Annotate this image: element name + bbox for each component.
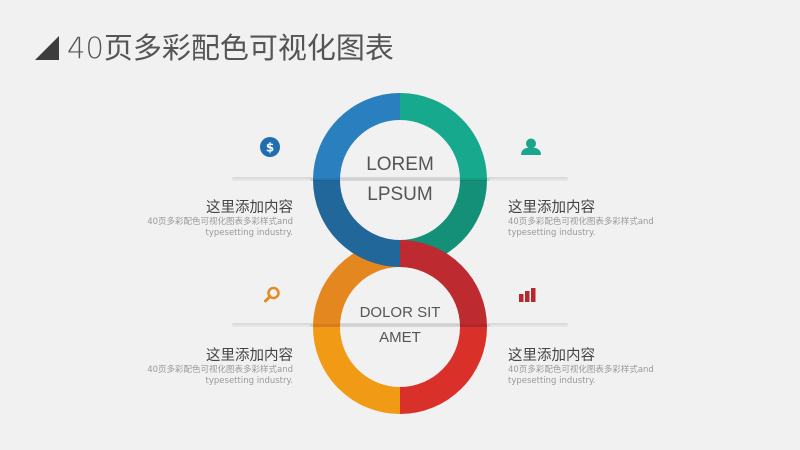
- svg-text:$: $: [266, 141, 274, 155]
- item-bottom-right: 这里添加内容 40页多彩配色可视化图表多彩样式and typesetting i…: [508, 347, 708, 387]
- item-top-right: 这里添加内容 40页多彩配色可视化图表多彩样式and typesetting i…: [508, 199, 708, 239]
- bar-chart-icon: [519, 287, 537, 307]
- item-top-left: 这里添加内容 40页多彩配色可视化图表多彩样式and typesetting i…: [93, 199, 293, 239]
- bottom-ring-line1: DOLOR SIT: [359, 304, 441, 321]
- dollar-icon: $: [260, 137, 280, 161]
- item-heading: 这里添加内容: [508, 200, 595, 216]
- item-heading: 这里添加内容: [206, 348, 293, 364]
- item-heading: 这里添加内容: [206, 200, 293, 216]
- top-ring-line2: LPSUM: [367, 184, 433, 205]
- top-ring: [313, 93, 487, 267]
- item-desc-line2: typesetting industry.: [508, 228, 596, 238]
- search-icon: [263, 286, 281, 308]
- user-icon: [520, 138, 542, 160]
- item-bottom-left: 这里添加内容 40页多彩配色可视化图表多彩样式and typesetting i…: [93, 347, 293, 387]
- item-desc-line2: typesetting industry.: [205, 376, 293, 386]
- page-title-text: 40页多彩配色可视化图表: [67, 31, 394, 65]
- bottom-ring-line2: AMET: [379, 329, 421, 346]
- top-ring-line1: LOREM: [366, 154, 434, 175]
- item-desc-line2: typesetting industry.: [205, 228, 293, 238]
- top-separator: [232, 177, 568, 181]
- item-desc-line1: 40页多彩配色可视化图表多彩样式and: [147, 217, 293, 227]
- item-heading: 这里添加内容: [508, 348, 595, 364]
- bottom-separator: [232, 323, 568, 327]
- top-ring-label: LOREM LPSUM: [340, 150, 460, 210]
- item-desc-line1: 40页多彩配色可视化图表多彩样式and: [508, 217, 654, 227]
- triangle-marker-icon: [35, 36, 59, 60]
- item-desc-line1: 40页多彩配色可视化图表多彩样式and: [508, 365, 654, 375]
- item-desc-line2: typesetting industry.: [508, 376, 596, 386]
- page-title: 40页多彩配色可视化图表: [35, 28, 394, 65]
- bottom-ring-label: DOLOR SIT AMET: [340, 300, 460, 350]
- item-desc-line1: 40页多彩配色可视化图表多彩样式and: [147, 365, 293, 375]
